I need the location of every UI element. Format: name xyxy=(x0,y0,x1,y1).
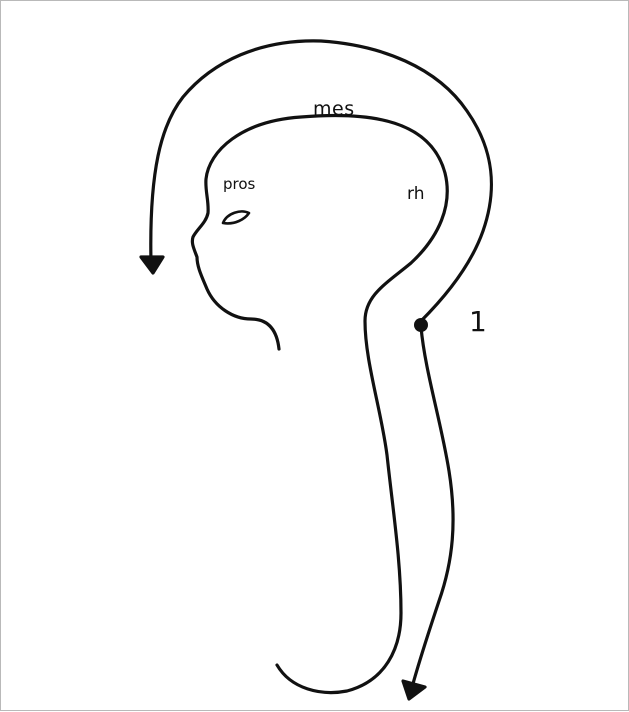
spine-arrow-path xyxy=(411,327,453,691)
arrowhead-bottom xyxy=(403,681,425,699)
point-1-dot xyxy=(414,318,428,332)
label-mes: mes xyxy=(313,100,355,119)
label-pros: pros xyxy=(223,177,255,192)
arrowhead-left xyxy=(141,257,163,273)
label-rh: rh xyxy=(407,186,424,203)
eye-shape xyxy=(223,211,249,223)
label-point-1: 1 xyxy=(469,308,487,336)
